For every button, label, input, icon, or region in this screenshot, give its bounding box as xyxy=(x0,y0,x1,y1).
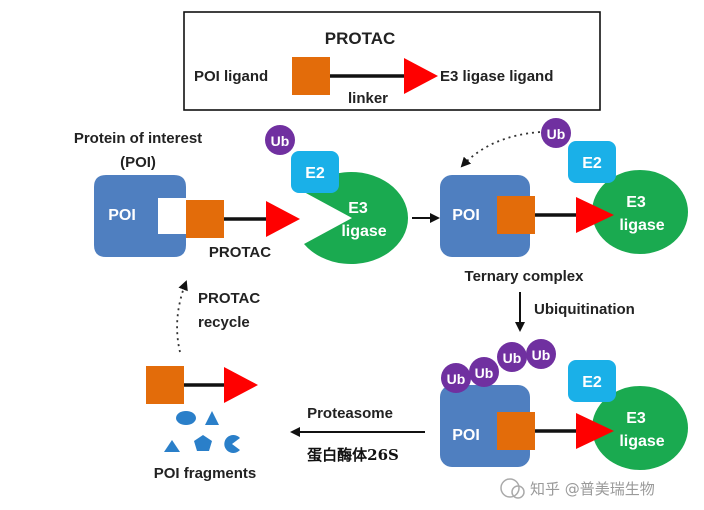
e3-2-line2: ligase xyxy=(619,217,664,234)
e3-line2: ligase xyxy=(341,223,386,240)
ub3-circle-1 xyxy=(441,363,471,393)
step2-group: POI E3 ligase E2 Ub Ternary complex xyxy=(440,118,688,285)
fragment-pacman xyxy=(224,435,240,454)
ub3-circle-4 xyxy=(526,339,556,369)
recycle-group: PROTAC recycle POI fragments xyxy=(146,280,260,482)
recycle-dotted-arrow xyxy=(176,280,188,353)
proteasome-cn-label: 蛋白酶体26S xyxy=(307,446,399,464)
e2-label: E2 xyxy=(305,165,325,182)
e3-3-ellipse xyxy=(592,386,688,470)
e3-3-line1: E3 xyxy=(626,410,646,427)
ub-circle xyxy=(265,125,295,155)
e3-2-line1: E3 xyxy=(626,194,646,211)
ub3-label-1: Ub xyxy=(447,371,466,387)
e3-line1: E3 xyxy=(348,200,368,217)
e2-3-box xyxy=(568,360,616,402)
poi3-label: POI xyxy=(452,427,480,444)
protac-legend: PROTAC POI ligand E3 ligase ligand linke… xyxy=(183,11,601,111)
poi-label: POI xyxy=(108,207,136,224)
proteasome-label: Proteasome xyxy=(307,405,393,422)
e2-3-label: E2 xyxy=(582,374,602,391)
poi-title-line1: Protein of interest xyxy=(74,130,202,147)
recycled-e3-ligand xyxy=(224,367,258,403)
ubiquitination-label: Ubiquitination xyxy=(534,301,635,318)
step3-group: POI E3 ligase E2 Ub Ub Ub Ub xyxy=(440,339,688,470)
protac-label: PROTAC xyxy=(209,244,271,261)
e3-2-ellipse xyxy=(592,170,688,254)
ub3-label-2: Ub xyxy=(475,365,494,381)
legend-poi-ligand-square xyxy=(292,57,330,95)
ub3-circle-2 xyxy=(469,357,499,387)
legend-e3-ligand-label: E3 ligase ligand xyxy=(440,68,553,85)
recycled-poi-ligand xyxy=(146,366,184,404)
fragment-triangle-top xyxy=(205,411,219,425)
poi-fragments-label: POI fragments xyxy=(154,465,257,482)
ub2-label: Ub xyxy=(547,126,566,142)
watermark-logo-icon-dot xyxy=(511,485,525,499)
watermark: 知乎 @普美瑞生物 xyxy=(500,478,655,499)
ub3-label-3: Ub xyxy=(503,350,522,366)
ub-transfer-dotted-arrow xyxy=(460,131,541,168)
protac3-poi-ligand xyxy=(497,412,535,450)
protac3-e3-ligand xyxy=(576,413,614,449)
e2-2-box xyxy=(568,141,616,183)
watermark-text: 知乎 @普美瑞生物 xyxy=(530,480,655,498)
legend-e3-ligand-triangle xyxy=(404,58,438,94)
ub3-circle-3 xyxy=(497,342,527,372)
e2-2-label: E2 xyxy=(582,155,602,172)
protac-e3-ligand xyxy=(266,201,300,237)
ub2-circle xyxy=(541,118,571,148)
poi2-protein-shape xyxy=(440,175,530,257)
poi-title-line2: (POI) xyxy=(120,154,156,171)
legend-frame xyxy=(183,11,601,111)
fragment-pentagon xyxy=(194,435,212,451)
protac2-poi-ligand xyxy=(497,196,535,234)
e2-box xyxy=(291,151,339,193)
recycle-line2: recycle xyxy=(198,314,250,331)
watermark-logo-icon xyxy=(500,478,520,498)
fragment-triangle-left xyxy=(164,440,180,452)
fragment-ellipse xyxy=(176,411,196,425)
legend-linker-label: linker xyxy=(348,90,388,107)
protac-poi-ligand xyxy=(186,200,224,238)
e3-3-line2: ligase xyxy=(619,433,664,450)
recycle-line1: PROTAC xyxy=(198,290,260,307)
e3-ligase-pacman xyxy=(304,172,409,264)
poi-protein-shape xyxy=(94,175,186,257)
ub-label: Ub xyxy=(271,133,290,149)
legend-title: PROTAC xyxy=(325,29,396,48)
ternary-complex-caption: Ternary complex xyxy=(465,268,585,285)
ub3-label-4: Ub xyxy=(532,347,551,363)
step1-group: Protein of interest (POI) POI PROTAC E3 … xyxy=(74,125,409,264)
poi2-label: POI xyxy=(452,207,480,224)
legend-poi-ligand-label: POI ligand xyxy=(194,68,268,85)
protac2-e3-ligand xyxy=(576,197,614,233)
